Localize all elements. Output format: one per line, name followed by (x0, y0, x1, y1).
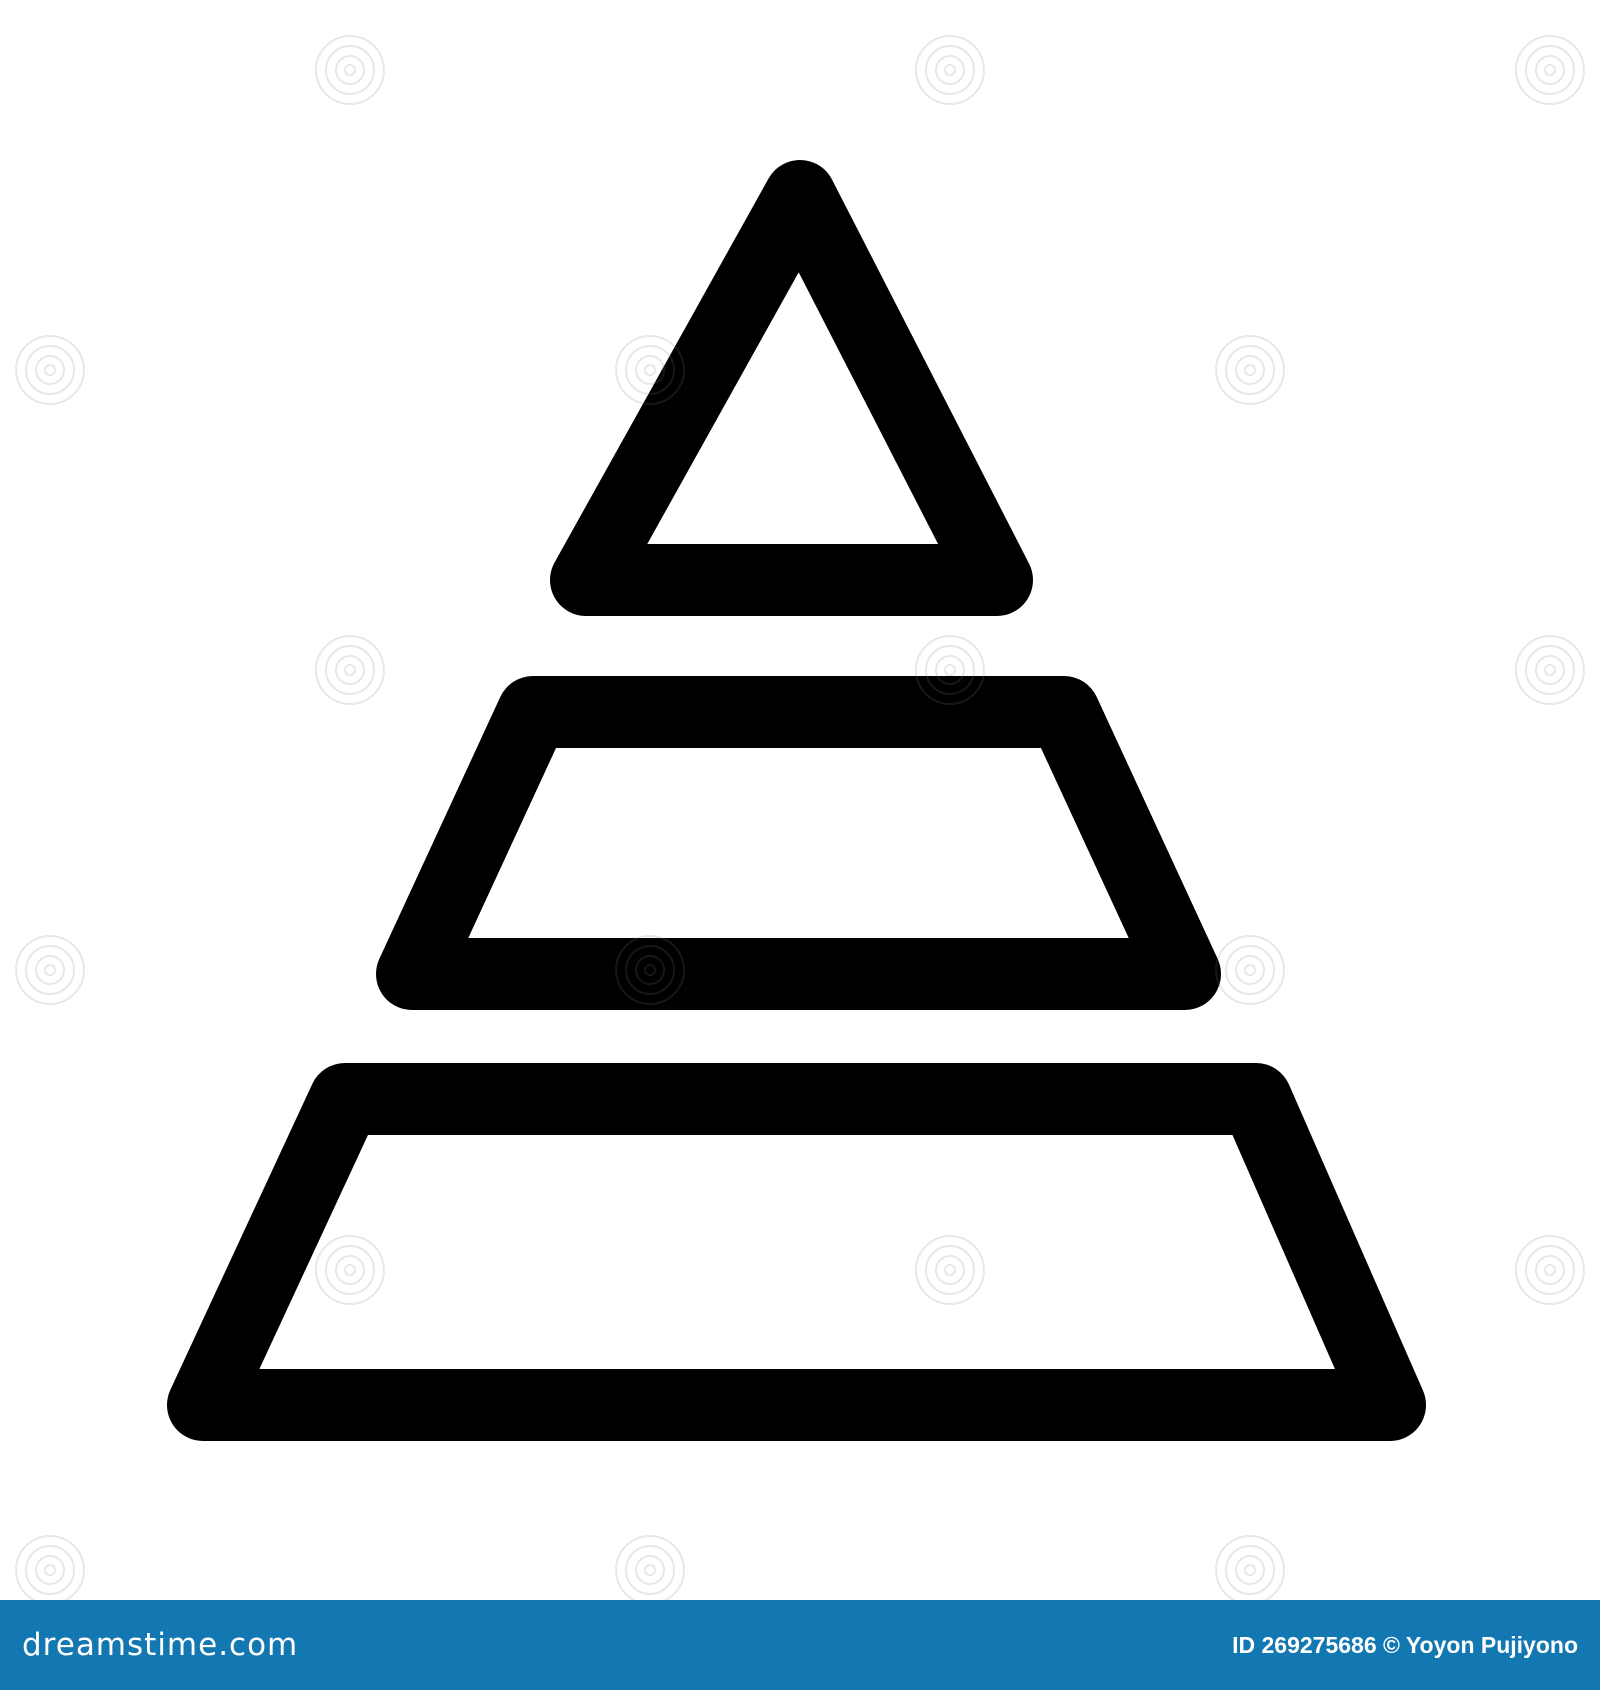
spiral-icon (615, 935, 685, 1005)
brand-logo-text: dreamstime.com (22, 1627, 299, 1663)
spiral-icon (15, 1535, 85, 1600)
spiral-icon (315, 635, 385, 705)
spiral-icon (15, 935, 85, 1005)
spiral-icon (1515, 1235, 1585, 1305)
spiral-icon (15, 335, 85, 405)
pyramid-middle-tier (376, 676, 1221, 1010)
spiral-icon (915, 1235, 985, 1305)
spiral-icon (1215, 1535, 1285, 1600)
spiral-icon (1215, 935, 1285, 1005)
spiral-icon (915, 35, 985, 105)
pyramid-top-tier (550, 160, 1033, 616)
spiral-icon (915, 635, 985, 705)
illustration-canvas (15, 35, 1585, 1600)
image-credit: ID 269275686 © Yoyon Pujiyono (1232, 1631, 1578, 1658)
spiral-icon (1215, 335, 1285, 405)
stock-footer-bar: dreamstime.com ID 269275686 © Yoyon Puji… (0, 1600, 1600, 1690)
spiral-icon (1515, 635, 1585, 705)
spiral-icon (615, 1535, 685, 1600)
spiral-icon (1515, 35, 1585, 105)
brand-logo: dreamstime.com (22, 1627, 298, 1663)
pyramid-bottom-tier (167, 1063, 1426, 1441)
spiral-icon (315, 1235, 385, 1305)
spiral-icon (315, 35, 385, 105)
pyramid-chart-icon (15, 35, 1585, 1600)
spiral-icon (615, 335, 685, 405)
